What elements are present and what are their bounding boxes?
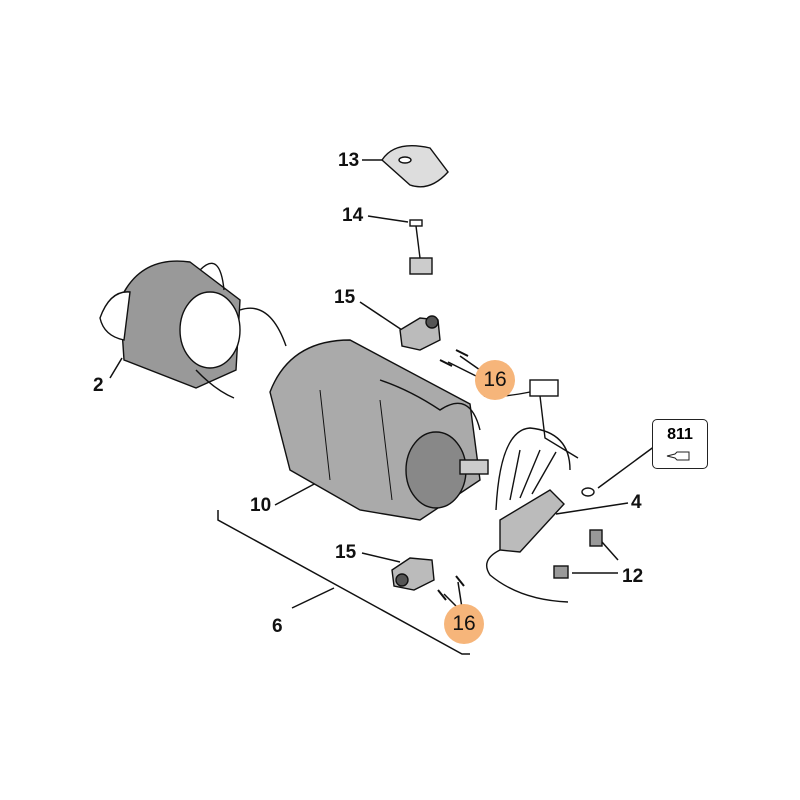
screw-parts (437, 349, 469, 601)
callout-16-bottom-highlighted: 16 (444, 604, 484, 644)
callout-2: 2 (93, 375, 104, 396)
brush-holder-part (391, 315, 441, 591)
adhesive-tube-icon (666, 451, 690, 461)
motor-housing-part (269, 339, 489, 521)
callout-6: 6 (272, 616, 283, 637)
cover-part (381, 145, 449, 188)
mounting-screw-parts (553, 529, 603, 579)
callout-10: 10 (250, 495, 272, 516)
callout-12: 12 (622, 566, 644, 587)
stator-part (99, 260, 287, 399)
electronic-module-part (483, 379, 595, 603)
callout-16-top-highlighted: 16 (475, 360, 515, 400)
reference-box-811: 811 (652, 419, 708, 469)
callout-4: 4 (631, 492, 642, 513)
callout-13: 13 (338, 150, 360, 171)
carbon-brush-part (409, 219, 433, 275)
reference-box-label: 811 (667, 426, 693, 443)
callout-15-top: 15 (334, 287, 356, 308)
callout-14: 14 (342, 205, 364, 226)
leader-lines (109, 159, 656, 655)
callout-15-bottom: 15 (335, 542, 357, 563)
